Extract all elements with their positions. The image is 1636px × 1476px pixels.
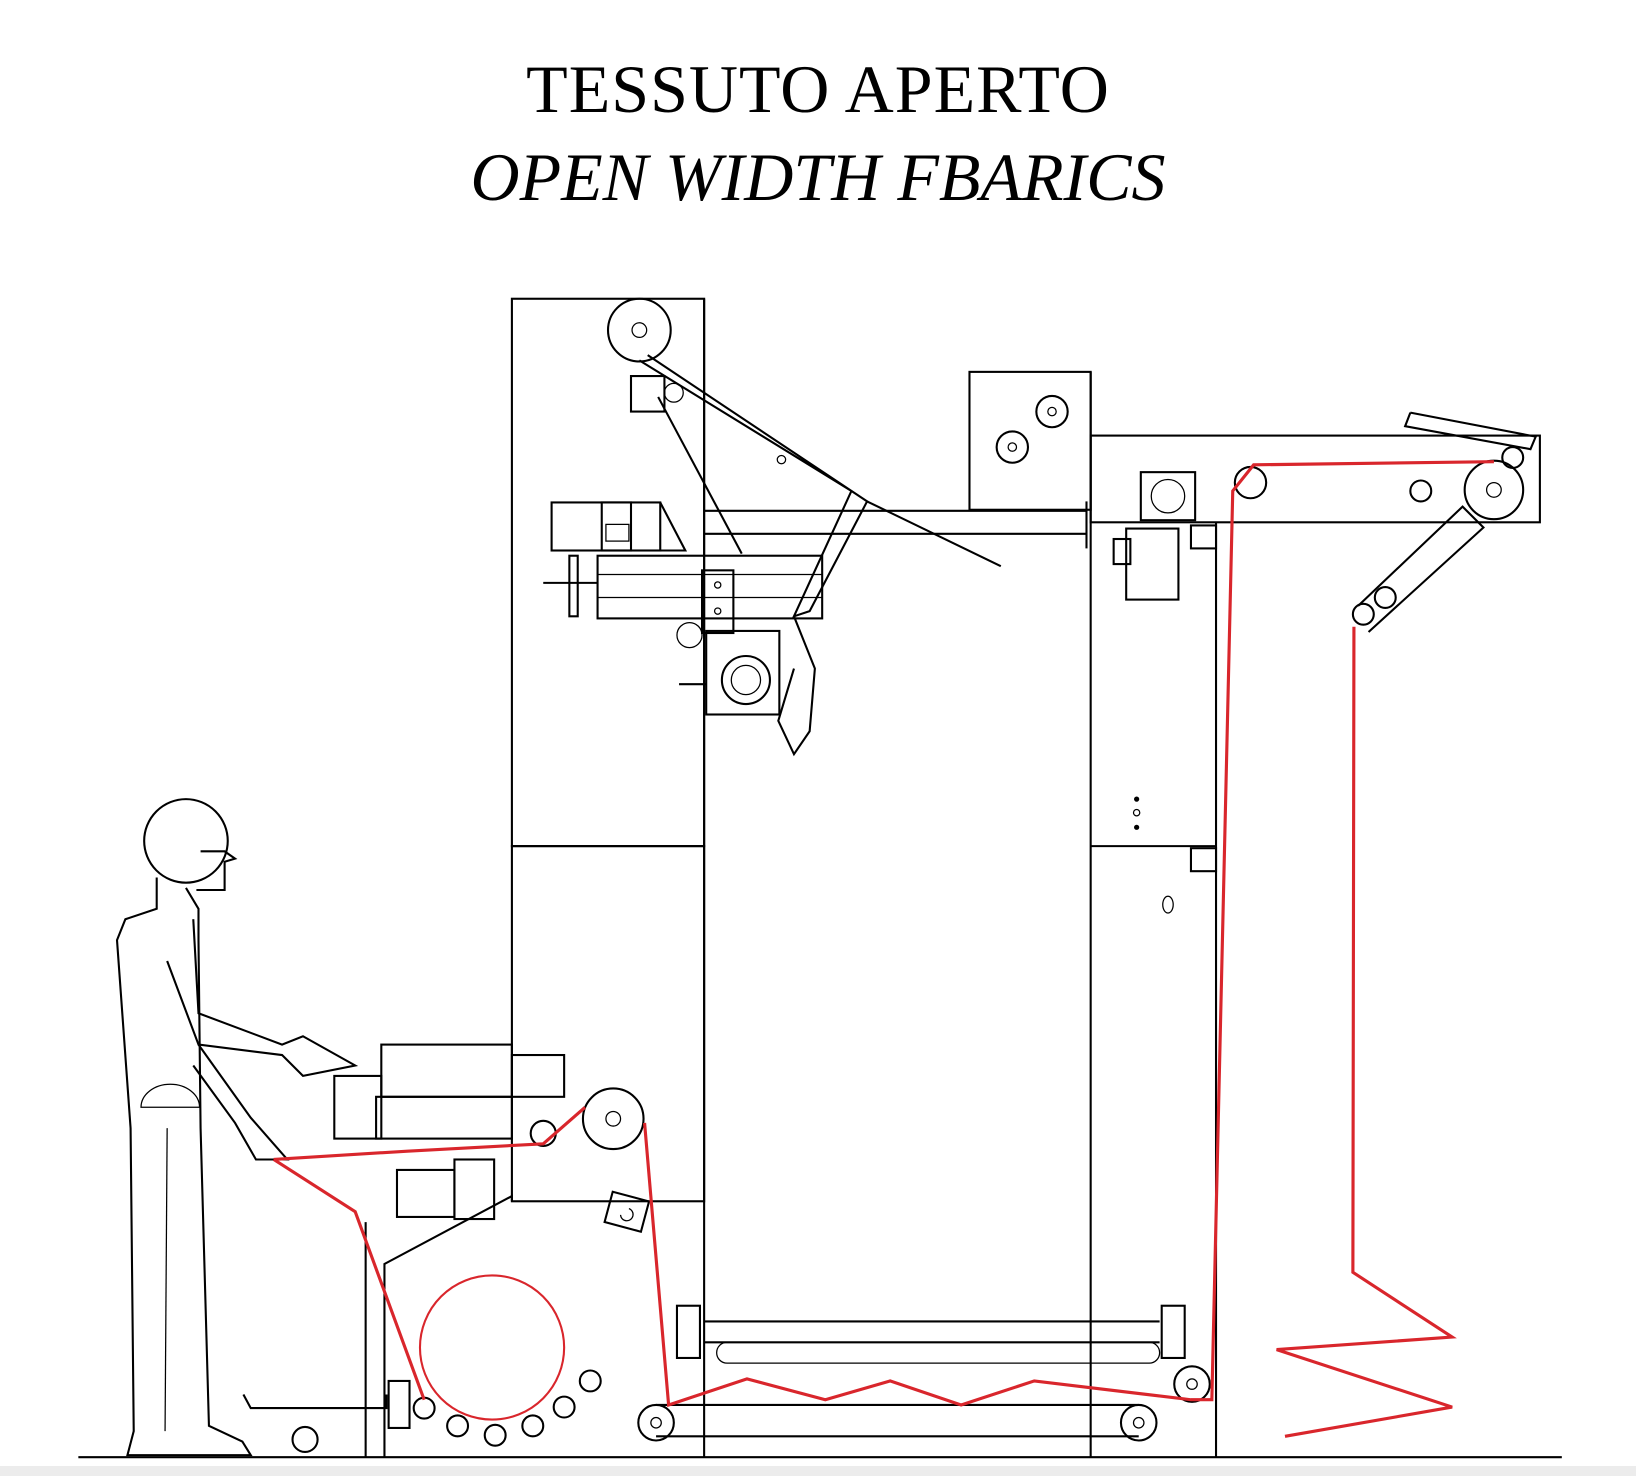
left-tower [364,297,706,1458]
feed-unit [333,1043,651,1234]
diagram-title: TESSUTO APERTO [526,51,1110,127]
bottom-edge [0,1466,1636,1476]
top-roller [606,297,672,363]
fabric-path [272,460,1494,1438]
central-frame [968,370,1541,1458]
bottom-conveyor [637,1304,1211,1442]
rotation-arrow-icon [619,1207,634,1222]
plaiting-unit [543,501,824,716]
diagram-subtitle: OPEN WIDTH FBARICS [470,139,1166,215]
folding-arm [629,354,869,757]
batch-roll [242,1274,602,1454]
human-figure-icon [115,798,359,1457]
exit-arm [1351,411,1538,633]
